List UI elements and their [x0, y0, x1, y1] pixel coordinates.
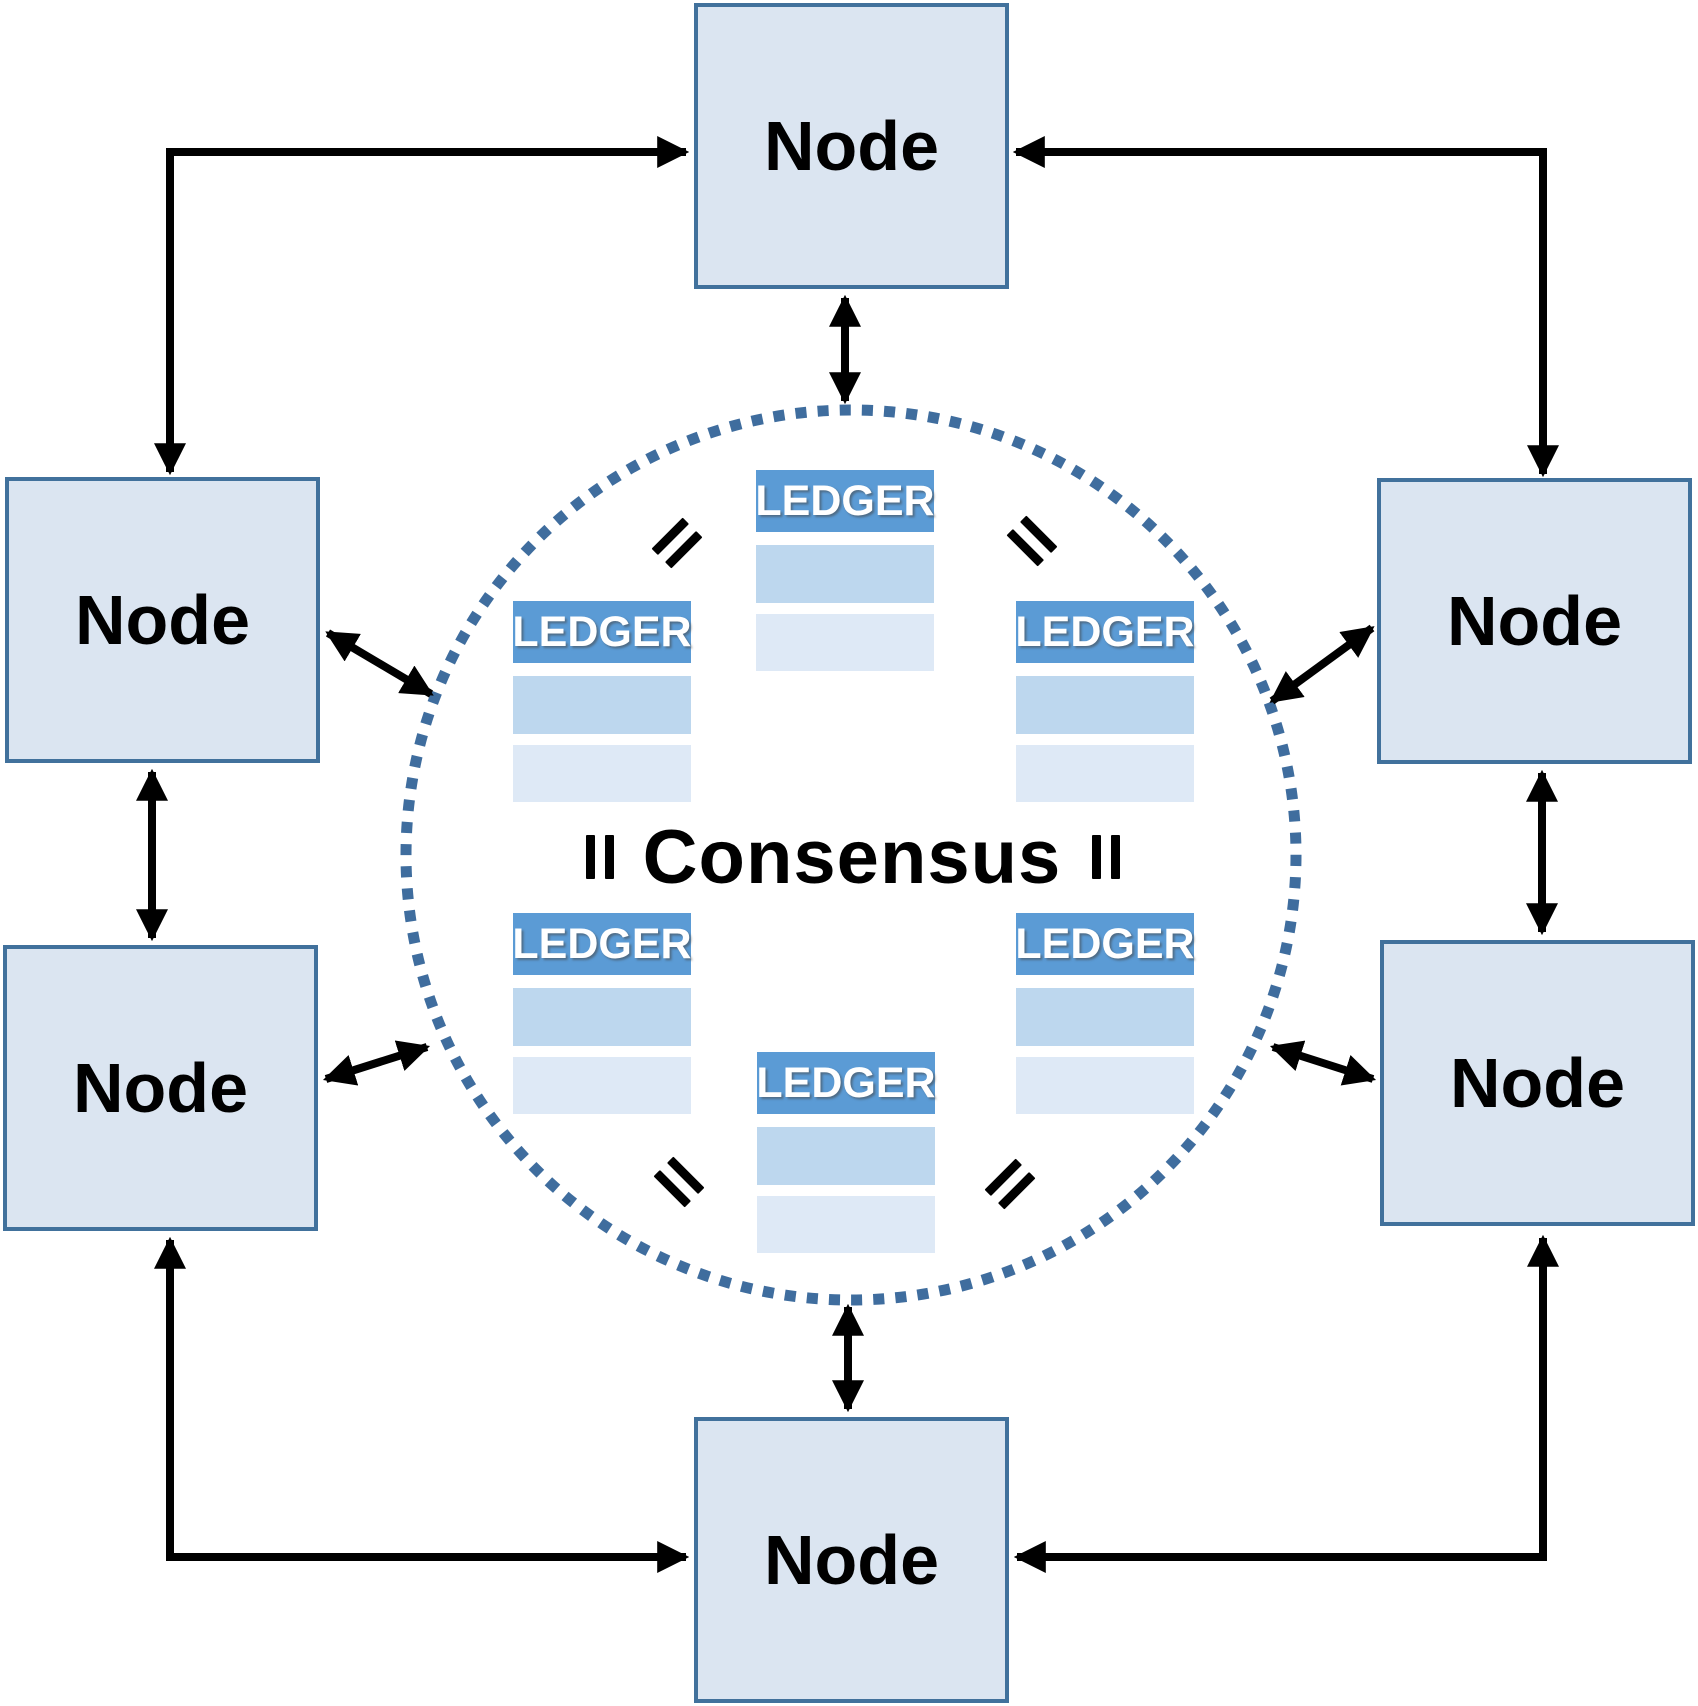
ledger-header: LEDGER — [755, 470, 935, 532]
arrow-elbow-lowerleft-to-bottom — [154, 1236, 690, 1573]
arrow-elbow-lowerright-to-bottom — [1013, 1234, 1559, 1573]
ledger-row — [513, 1057, 691, 1114]
node-box-bottom: Node — [694, 1417, 1009, 1703]
ledger-lower-left: LEDGER — [512, 913, 692, 1114]
ledger-middle-right: LEDGER — [1015, 601, 1195, 802]
equals-icon-middle-left — [586, 835, 614, 879]
ledger-row — [513, 676, 691, 734]
node-box-top: Node — [694, 3, 1009, 289]
ledger-row — [513, 745, 691, 802]
ledger-row — [1016, 745, 1194, 802]
ledger-top-center: LEDGER — [755, 470, 935, 671]
node-box-upper-left: Node — [5, 477, 320, 763]
double-arrow-upperright-node-circle — [1269, 624, 1375, 705]
ledger-row — [756, 545, 934, 603]
ledger-header: LEDGER — [1015, 913, 1195, 975]
node-box-upper-right: Node — [1377, 478, 1692, 764]
double-arrow-lowerright-node-circle — [1269, 1040, 1377, 1086]
ledger-row — [757, 1196, 935, 1253]
ledger-row — [513, 988, 691, 1046]
consensus-label: Consensus — [642, 815, 1062, 900]
double-arrow-upperleft-node-circle — [325, 629, 434, 698]
node-box-lower-right: Node — [1380, 940, 1695, 1226]
ledger-row — [756, 614, 934, 671]
ledger-header: LEDGER — [512, 601, 692, 663]
arrow-elbow-upperright-to-top — [1012, 136, 1559, 478]
ledger-lower-right: LEDGER — [1015, 913, 1195, 1114]
ledger-row — [1016, 1057, 1194, 1114]
ledger-row — [1016, 676, 1194, 734]
ledger-row — [1016, 988, 1194, 1046]
arrow-elbow-upperleft-to-top — [154, 136, 690, 476]
consensus-circle-dotted-border — [400, 404, 1302, 1306]
ledger-row — [757, 1127, 935, 1185]
node-box-lower-left: Node — [3, 945, 318, 1231]
ledger-header: LEDGER — [756, 1052, 936, 1114]
double-arrow-lowerleft-node-circle — [322, 1040, 431, 1086]
ledger-middle-left: LEDGER — [512, 601, 692, 802]
ledger-header: LEDGER — [1015, 601, 1195, 663]
equals-icon-middle-right — [1092, 835, 1120, 879]
ledger-header: LEDGER — [512, 913, 692, 975]
ledger-bottom-center: LEDGER — [756, 1052, 936, 1253]
